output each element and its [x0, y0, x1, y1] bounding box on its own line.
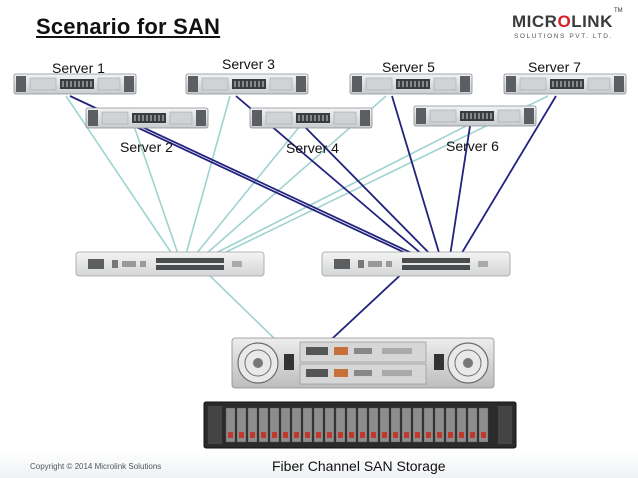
server-4: [249, 107, 373, 129]
copyright-text: Copyright © 2014 Microlink Solutions: [30, 462, 162, 471]
fabric-b-cables: [69, 95, 557, 351]
page-title: Scenario for SAN: [36, 14, 221, 39]
fc-switch-left: [75, 251, 265, 277]
server-3: [185, 73, 309, 95]
server-4-label: Server 4: [286, 140, 339, 156]
server-1-label: Server 1: [52, 60, 105, 76]
server-7: [503, 73, 627, 95]
logo-trademark: TM: [614, 8, 623, 14]
server-5: [349, 73, 473, 95]
server-2-label: Server 2: [120, 139, 173, 155]
server-3-label: Server 3: [222, 56, 275, 72]
logo-tagline: SOLUTIONS PVT. LTD.: [514, 33, 613, 40]
company-logo: MICROLINK SOLUTIONS PVT. LTD. TM: [508, 8, 626, 48]
server-1: [13, 73, 137, 95]
storage-controller-enclosure: [231, 337, 495, 389]
disk-array-enclosure: [203, 401, 517, 449]
server-2: [85, 107, 209, 129]
fabric-a-cables: [65, 95, 549, 345]
server-7-label: Server 7: [528, 59, 581, 75]
server-6: [413, 105, 537, 127]
storage-caption: Fiber Channel SAN Storage: [272, 458, 446, 474]
logo-wordmark: MICROLINK: [512, 12, 613, 31]
fc-switch-right: [321, 251, 511, 277]
footer-bar: [0, 452, 638, 478]
server-5-label: Server 5: [382, 59, 435, 75]
server-6-label: Server 6: [446, 138, 499, 154]
